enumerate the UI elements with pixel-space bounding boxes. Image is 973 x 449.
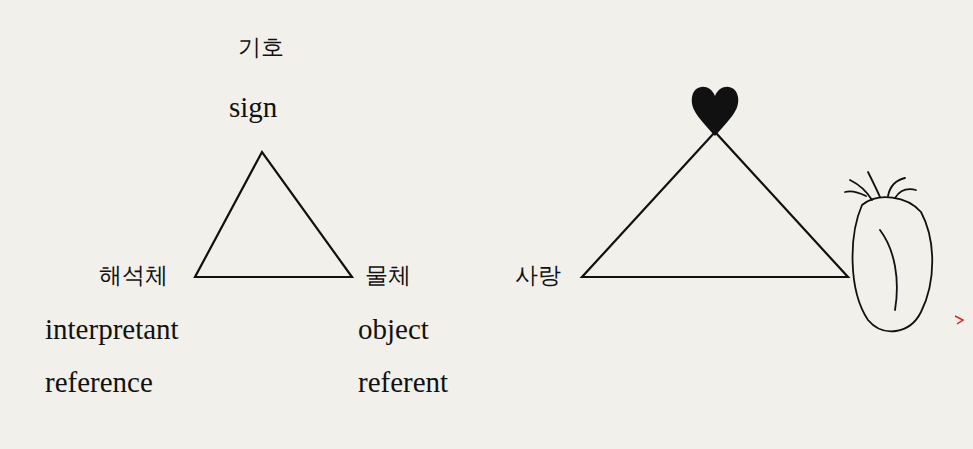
vertex-label: 사랑 <box>515 264 561 287</box>
vessel <box>888 178 905 196</box>
vertex-label: referent <box>358 368 448 397</box>
pencil-mark <box>955 316 963 324</box>
heart-symbol <box>692 87 739 136</box>
vertex-label: 물체 <box>365 264 411 287</box>
heart-groove <box>880 230 897 310</box>
vertex-label: 기호 <box>238 36 284 59</box>
anatomical-heart <box>845 172 932 331</box>
vertex-label: sign <box>229 93 277 122</box>
vessel <box>868 172 880 197</box>
heart-outline <box>853 197 933 331</box>
vessel <box>845 191 866 196</box>
vertex-label: reference <box>45 368 153 397</box>
vertex-label: object <box>358 315 429 344</box>
vessel <box>850 180 872 200</box>
vertex-label: 해석체 <box>99 264 168 287</box>
vertex-label: interpretant <box>45 315 179 344</box>
example-triangle <box>582 132 848 277</box>
vessel <box>895 189 916 198</box>
semiotic-triangle <box>195 152 352 277</box>
